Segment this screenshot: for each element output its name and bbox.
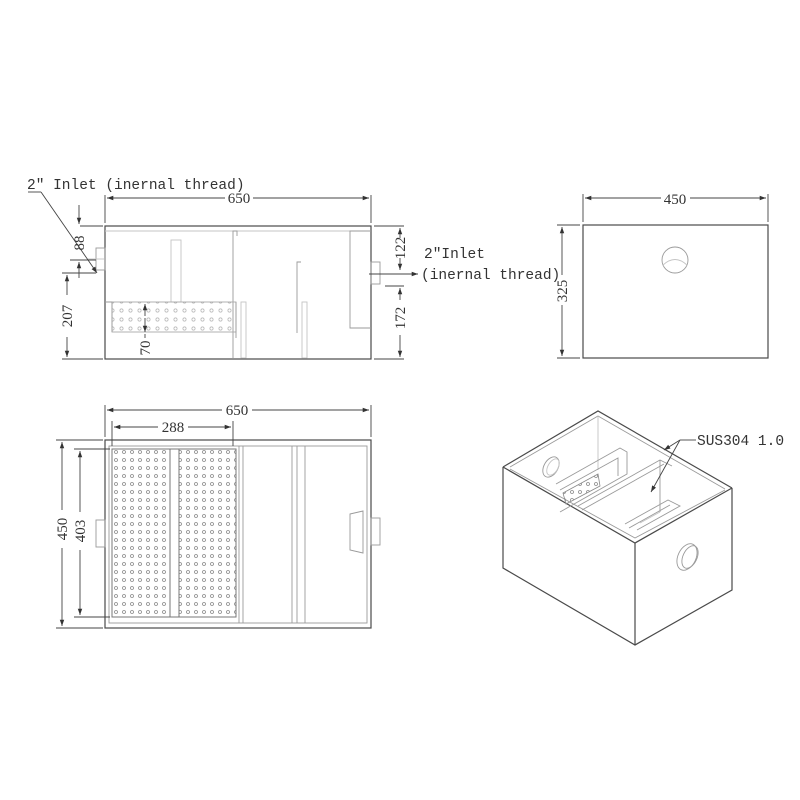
plan-width-dim: 650 bbox=[226, 403, 249, 419]
plan-basket-width-dim: 288 bbox=[162, 420, 185, 436]
front-width-dim: 650 bbox=[228, 191, 251, 207]
plan-depth-dim: 450 bbox=[55, 518, 71, 541]
right-outlet-stub bbox=[370, 261, 381, 285]
left-inlet-label: 2″ Inlet (inernal thread) bbox=[27, 178, 245, 194]
front-view: 650 2″ Inlet (inernal thread) 88 207 70 … bbox=[27, 178, 560, 360]
plan-basket-depth-dim: 403 bbox=[73, 520, 89, 543]
isometric-view: SUS304 1.0 bbox=[502, 410, 784, 646]
iso-side-outlet bbox=[676, 543, 698, 571]
front-view-body bbox=[104, 225, 372, 360]
right-outlet-label-line1: 2″Inlet bbox=[424, 247, 485, 263]
left-inlet-height-dim: 207 bbox=[60, 304, 76, 327]
front-basket bbox=[111, 301, 237, 333]
iso-basket bbox=[562, 473, 601, 505]
side-view-body bbox=[582, 224, 769, 359]
side-height-dim: 325 bbox=[555, 280, 571, 303]
side-view: 450 325 bbox=[555, 192, 769, 359]
plan-basket-left bbox=[111, 448, 171, 618]
plan-left-stub bbox=[95, 519, 106, 548]
side-width-dim: 450 bbox=[664, 192, 687, 208]
right-bottom-dim: 172 bbox=[393, 307, 409, 330]
iso-top-back-edge bbox=[502, 410, 733, 489]
plan-view: 650 288 450 403 bbox=[55, 403, 381, 629]
material-label: SUS304 1.0 bbox=[697, 434, 784, 450]
iso-back-inlet bbox=[542, 456, 560, 478]
plan-right-outlet bbox=[349, 510, 364, 554]
right-outlet-label-line2: (inernal thread) bbox=[421, 268, 560, 284]
plan-basket-right bbox=[178, 448, 237, 618]
side-outlet-hole bbox=[661, 246, 689, 274]
left-inlet-offset-dim: 88 bbox=[72, 236, 88, 251]
basket-height-dim: 70 bbox=[138, 341, 154, 356]
right-top-dim: 122 bbox=[393, 237, 409, 260]
